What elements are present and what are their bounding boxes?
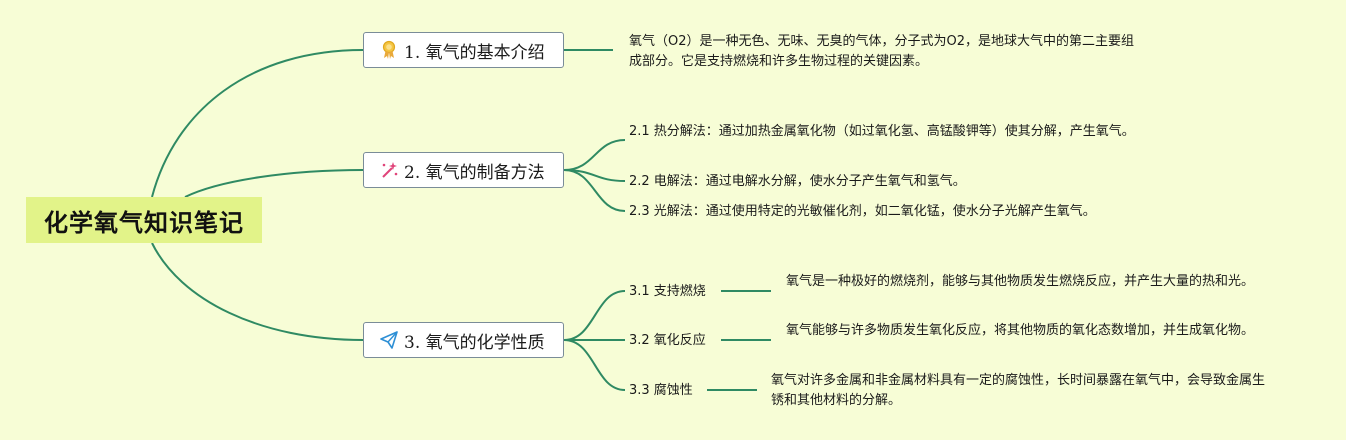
award-ribbon-icon xyxy=(378,39,400,61)
prep-item-electrolysis: 2.2 电解法：通过电解水分解，使水分子产生氧气和氢气。 xyxy=(629,174,966,189)
branch-basic-intro[interactable]: 1. 氧气的基本介绍 xyxy=(363,32,564,68)
basic-intro-text: 氧气（O2）是一种无色、无味、无臭的气体，分子式为O2，是地球大气中的第二主要组… xyxy=(629,34,1135,69)
magic-wand-icon xyxy=(378,159,400,181)
edge-branch2-item1 xyxy=(563,139,626,171)
branch-label: 2. 氧气的制备方法 xyxy=(404,162,545,183)
edge-root-branch3 xyxy=(151,242,364,341)
branch-label: 1. 氧气的基本介绍 xyxy=(404,42,545,63)
branch-label: 3. 氧气的化学性质 xyxy=(404,332,545,353)
prop-text-combustion: 氧气是一种极好的燃烧剂，能够与其他物质发生燃烧反应，并产生大量的热和光。 xyxy=(786,274,1255,289)
root-node[interactable]: 化学氧气知识笔记 xyxy=(26,197,262,243)
prop-title-corrosion[interactable]: 3.3 腐蚀性 xyxy=(629,383,693,398)
paper-plane-icon xyxy=(378,329,400,351)
branch-chemical-properties[interactable]: 3. 氧气的化学性质 xyxy=(363,322,564,358)
branch-preparation[interactable]: 2. 氧气的制备方法 xyxy=(363,152,564,188)
prop-title-oxidation[interactable]: 3.2 氧化反应 xyxy=(629,333,706,348)
prop-title-combustion[interactable]: 3.1 支持燃烧 xyxy=(629,284,706,299)
edge-branch3-item1 xyxy=(563,290,626,341)
edge-branch3-item3 xyxy=(563,339,626,391)
prep-item-thermal: 2.1 热分解法：通过加热金属氧化物（如过氧化氢、高锰酸钾等）使其分解，产生氧气… xyxy=(629,124,1135,139)
edge-root-branch2 xyxy=(184,169,364,198)
prep-item-photolysis: 2.3 光解法：通过使用特定的光敏催化剂，如二氧化锰，使水分子光解产生氧气。 xyxy=(629,204,1096,219)
edge-branch2-item3 xyxy=(563,169,626,212)
prop-text-corrosion: 氧气对许多金属和非金属材料具有一定的腐蚀性，长时间暴露在氧气中，会导致金属生锈和… xyxy=(771,373,1266,408)
edge-root-branch1 xyxy=(151,49,364,198)
prop-text-oxidation: 氧气能够与许多物质发生氧化反应，将其他物质的氧化态数增加，并生成氧化物。 xyxy=(786,323,1255,338)
